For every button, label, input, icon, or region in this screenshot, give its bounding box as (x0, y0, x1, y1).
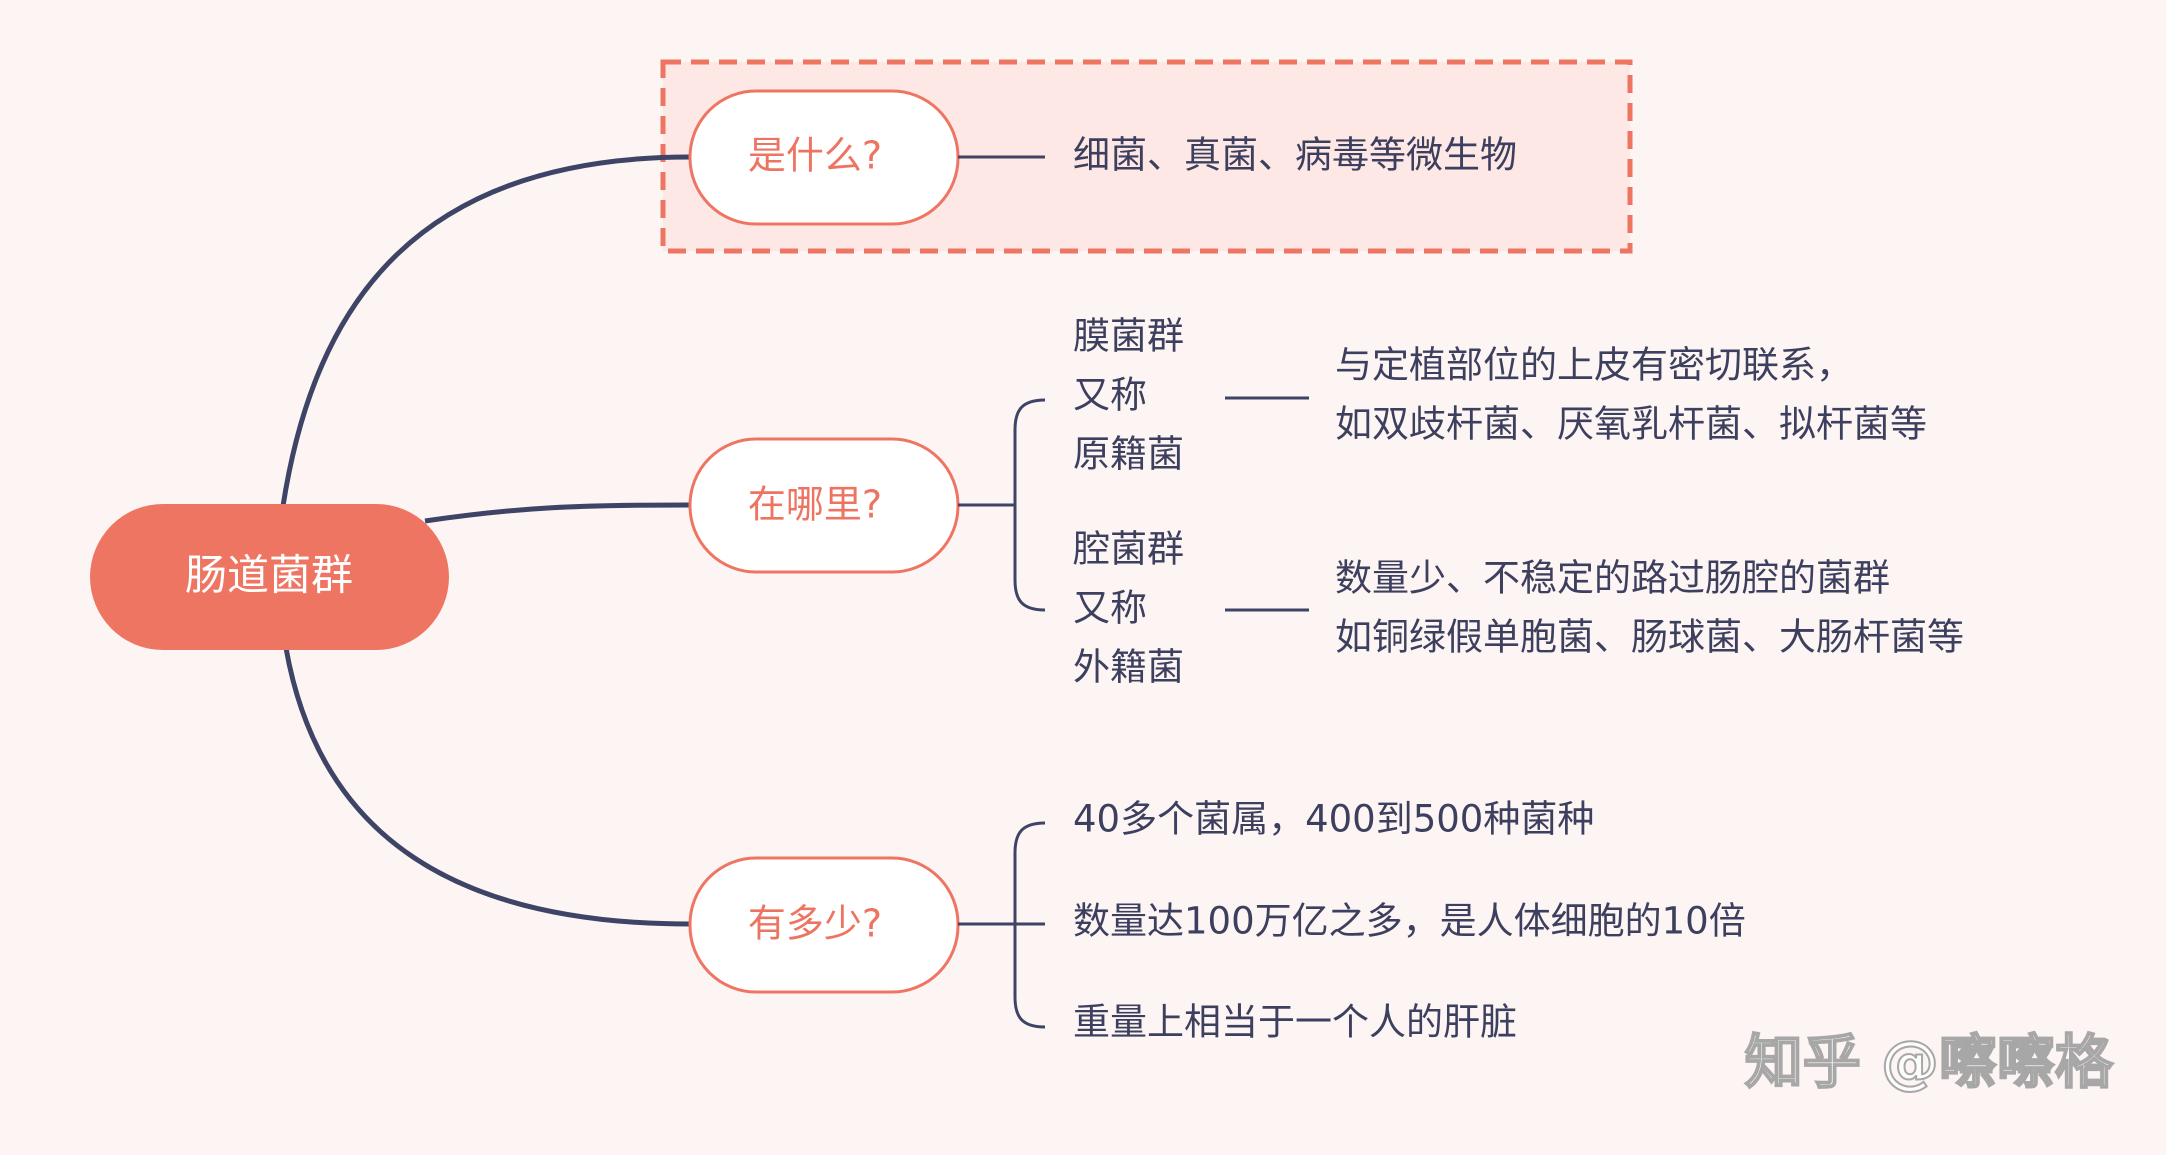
group-name-line: 外籍菌 (1073, 646, 1184, 689)
leaf-text: 数量达100万亿之多，是人体细胞的10倍 (1073, 900, 1746, 943)
group-desc-line: 如铜绿假单胞菌、肠球菌、大肠杆菌等 (1335, 616, 1964, 659)
connector-howmany (283, 647, 691, 927)
group-name-line: 原籍菌 (1073, 433, 1184, 476)
group-desc-line: 与定植部位的上皮有密切联系， (1335, 344, 1853, 387)
branch-label: 是什么? (748, 134, 882, 178)
group-name-line: 又称 (1073, 374, 1147, 417)
group-desc-line: 数量少、不稳定的路过肠腔的菌群 (1335, 557, 1890, 600)
branch-label: 有多少? (748, 902, 882, 946)
branch-label: 在哪里? (748, 483, 882, 527)
branch-node-what[interactable]: 是什么? (688, 89, 960, 226)
group-lumen: 腔菌群 又称 外籍菌 数量少、不稳定的路过肠腔的菌群 如铜绿假单胞菌、肠球菌、大… (1073, 528, 1964, 689)
bracket-where (958, 398, 1046, 612)
group-desc-line: 如双歧杆菌、厌氧乳杆菌、拟杆菌等 (1335, 403, 1927, 446)
root-label: 肠道菌群 (185, 551, 353, 600)
connector-what (280, 154, 691, 507)
leaf-text: 40多个菌属，400到500种菌种 (1073, 798, 1594, 841)
branch-node-howmany[interactable]: 有多少? (688, 856, 960, 994)
connector-where (424, 502, 691, 524)
group-name-line: 腔菌群 (1073, 528, 1184, 571)
leaf-text: 细菌、真菌、病毒等微生物 (1073, 134, 1517, 177)
branch-node-where[interactable]: 在哪里? (688, 437, 960, 574)
bracket-howmany (958, 821, 1046, 1029)
group-membrane: 膜菌群 又称 原籍菌 与定植部位的上皮有密切联系， 如双歧杆菌、厌氧乳杆菌、拟杆… (1073, 315, 1927, 476)
group-name-line: 膜菌群 (1073, 315, 1184, 358)
root-node[interactable] (90, 504, 449, 650)
leaf-text: 重量上相当于一个人的肝脏 (1073, 1001, 1517, 1044)
group-name-line: 又称 (1073, 587, 1147, 630)
watermark: 知乎 @嚓嚓格 (1745, 1028, 2114, 1096)
